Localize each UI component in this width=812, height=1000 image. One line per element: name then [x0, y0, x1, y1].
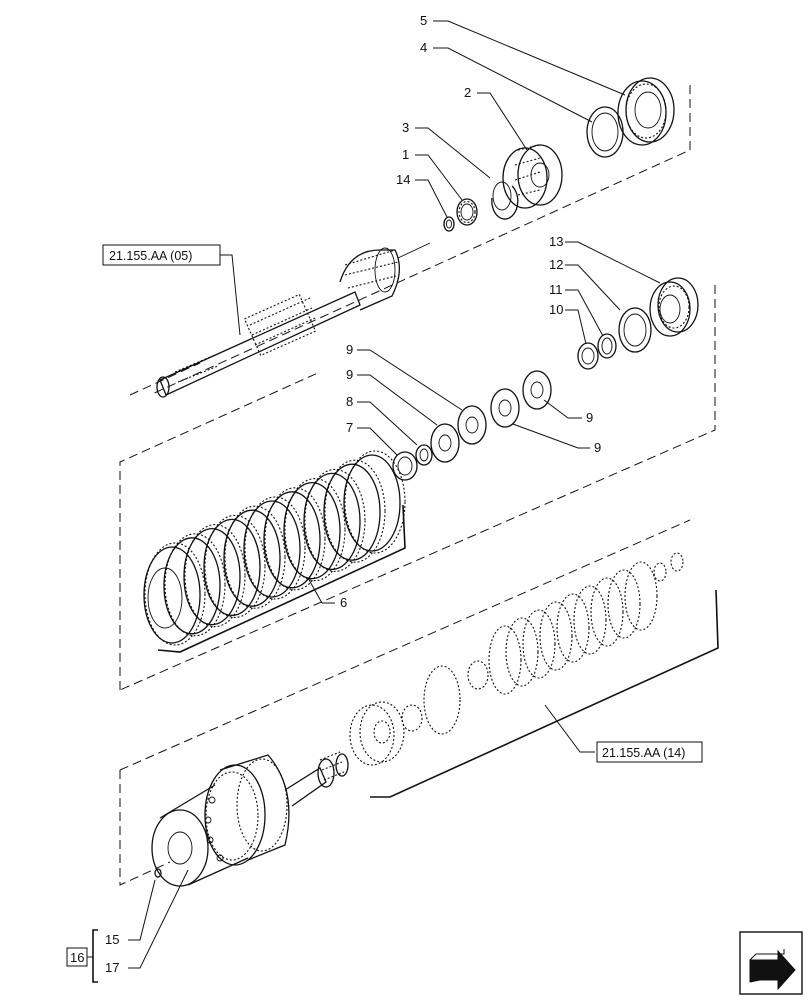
gear-2 — [502, 144, 563, 209]
clutch-pack-bore — [147, 567, 183, 629]
clutch-disc — [243, 500, 301, 598]
callout-2: 2 — [464, 85, 471, 100]
clutch-disc — [343, 454, 401, 552]
clutch-disc — [223, 509, 281, 607]
clutch-disc-teeth — [184, 524, 246, 628]
callout-17: 17 — [105, 960, 119, 975]
clutch-disc — [183, 527, 241, 626]
callout-13: 13 — [549, 234, 563, 249]
reference-ring — [670, 552, 684, 572]
callout-7: 7 — [346, 420, 353, 435]
reference-clutch-disc — [556, 593, 590, 663]
callout-9-a: 9 — [346, 342, 353, 357]
clutch-disc-teeth — [344, 450, 406, 554]
reference-ring — [653, 562, 667, 582]
clutch-disc — [303, 472, 361, 571]
reference-upper-label: 21.155.AA (05) — [109, 249, 192, 263]
clutch-disc-teeth — [164, 533, 226, 637]
clutch-disc — [283, 481, 341, 580]
reference-clutch-disc — [624, 561, 658, 631]
clutch-disc-teeth — [224, 505, 286, 609]
callout-3: 3 — [402, 120, 409, 135]
callout-5: 5 — [420, 13, 427, 28]
clutch-disc-teeth — [264, 487, 326, 591]
clutch-disc — [323, 463, 381, 561]
reference-clutch-disc — [573, 585, 607, 655]
carrier-assembly — [151, 751, 349, 887]
callout-9-c: 9 — [586, 410, 593, 425]
callout-11: 11 — [549, 282, 563, 297]
callout-15: 15 — [105, 932, 119, 947]
callout-4: 4 — [420, 40, 427, 55]
group-brackets — [87, 504, 719, 983]
callout-9-b: 9 — [346, 367, 353, 382]
gear-5 — [617, 77, 675, 146]
main-shaft — [156, 242, 431, 398]
clutch-disc — [203, 518, 261, 617]
lower-clutch-pack-reference — [349, 552, 684, 766]
next-page-arrow-icon[interactable] — [739, 931, 803, 995]
callout-14: 14 — [396, 172, 410, 187]
clutch-disc-teeth — [144, 542, 206, 646]
leader-lines — [128, 20, 661, 969]
assembly-boundary-lines — [119, 85, 716, 886]
callout-9-d: 9 — [594, 440, 601, 455]
callout-6: 6 — [340, 595, 347, 610]
callout-8: 8 — [346, 394, 353, 409]
callout-1: 1 — [402, 147, 409, 162]
callouts: 5 4 2 3 1 14 13 12 11 10 9 9 8 7 9 9 6 1… — [66, 13, 601, 975]
callout-12: 12 — [549, 257, 563, 272]
callout-10: 10 — [549, 302, 563, 317]
reference-lower-label: 21.155.AA (14) — [602, 746, 685, 760]
middle-small-parts — [392, 277, 699, 481]
upper-small-parts — [443, 77, 675, 232]
callout-16: 16 — [70, 950, 84, 965]
reference-clutch-disc — [590, 577, 624, 647]
clutch-disc-teeth — [204, 514, 266, 618]
reference-clutch-disc — [505, 617, 539, 687]
clutch-disc-teeth — [304, 468, 366, 572]
reference-clutch-disc — [607, 569, 641, 639]
clutch-disc — [163, 537, 221, 635]
reference-clutch-disc — [488, 625, 522, 695]
callout-16-box — [66, 947, 88, 967]
clutch-disc — [143, 546, 201, 644]
clutch-disc — [263, 491, 321, 589]
reference-clutch-disc — [539, 601, 573, 671]
clutch-disc-teeth — [244, 496, 306, 600]
clutch-disc-teeth — [324, 459, 386, 563]
reference-box-upper[interactable]: 21.155.AA (05) — [102, 244, 221, 266]
reference-clutch-disc — [522, 609, 556, 679]
reference-box-lower[interactable]: 21.155.AA (14) — [596, 741, 703, 763]
clutch-disc-teeth — [284, 478, 346, 582]
clutch-pack — [143, 450, 406, 646]
